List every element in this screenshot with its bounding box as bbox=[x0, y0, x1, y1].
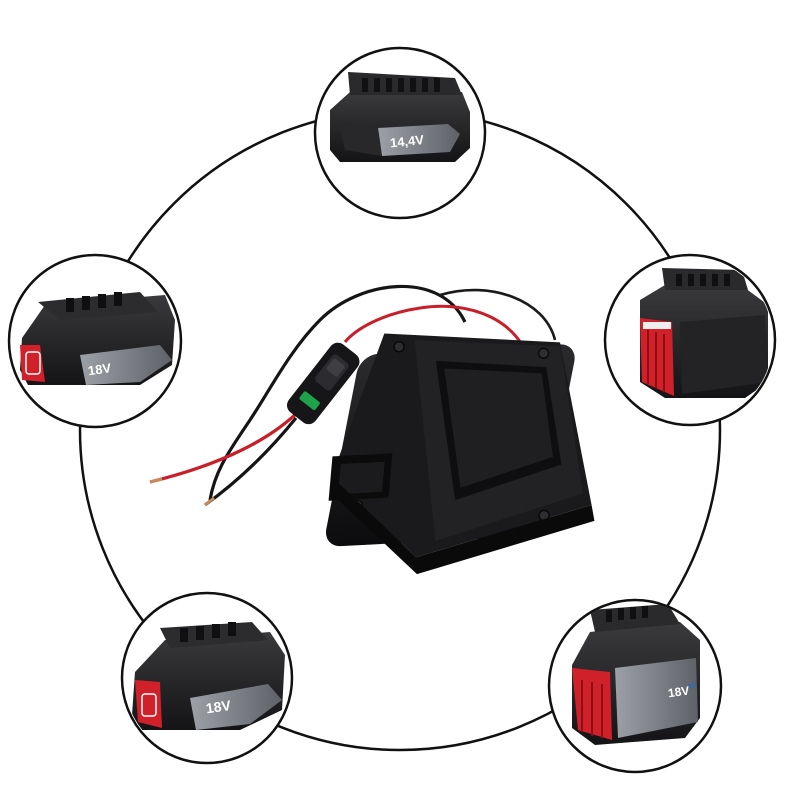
battery-bottom-right-suffix: 5.0 bbox=[688, 683, 698, 690]
battery-top-label: 14,4V bbox=[389, 132, 425, 151]
red-cable bbox=[343, 304, 532, 366]
battery-top: 14,4V bbox=[313, 46, 487, 220]
black-cable-2 bbox=[439, 288, 557, 341]
inline-switch bbox=[286, 342, 360, 425]
black-cable-lead bbox=[204, 416, 298, 507]
battery-right bbox=[603, 253, 777, 427]
red-cable-lead bbox=[149, 408, 302, 484]
battery-bottom-right-label: 18V bbox=[667, 683, 690, 700]
battery-bottom-left: 18V bbox=[120, 591, 294, 765]
black-cable bbox=[208, 284, 467, 501]
battery-left: 18V bbox=[7, 253, 183, 429]
battery-left-label: 18V bbox=[87, 360, 112, 378]
battery-adapter bbox=[149, 284, 595, 575]
battery-bottom-left-label: 18V bbox=[205, 697, 233, 716]
battery-bottom-right: 18V 5.0 bbox=[547, 598, 723, 774]
